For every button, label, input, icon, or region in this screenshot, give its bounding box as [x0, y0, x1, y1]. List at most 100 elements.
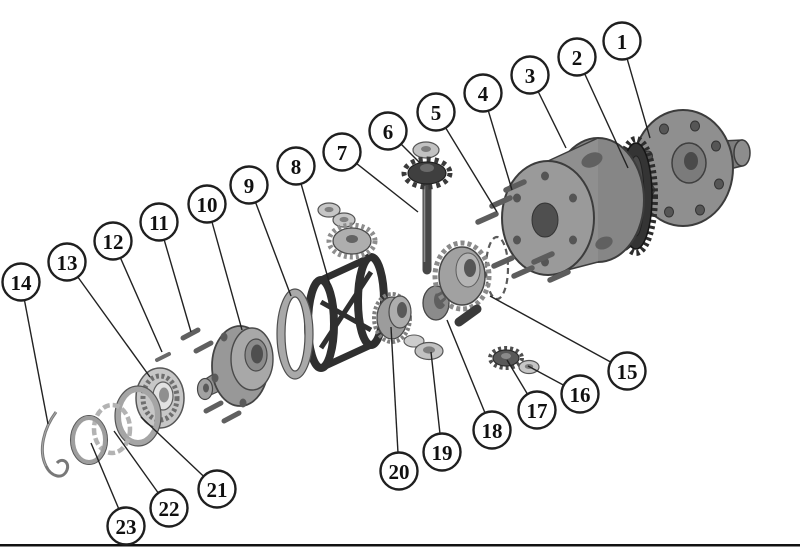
- callout-circle-16: [560, 374, 600, 414]
- callout-circle-1: [602, 21, 642, 61]
- part-case-bolts: [475, 179, 571, 283]
- callout-circle-23: [106, 506, 146, 546]
- callout-number-18: 18: [482, 419, 503, 443]
- callout-number-21: 21: [207, 478, 228, 502]
- callout-16: 16: [560, 374, 600, 414]
- callout-17: 17: [517, 390, 557, 430]
- part-snap-ring: [484, 235, 510, 301]
- part-cross-pin: [454, 304, 482, 327]
- callout-number-2: 2: [572, 46, 583, 70]
- callout-circle-11: [139, 202, 179, 242]
- callout-number-13: 13: [57, 251, 78, 275]
- callout-2: 2: [557, 37, 597, 77]
- callout-22: 22: [149, 488, 189, 528]
- callout-circle-17: [517, 390, 557, 430]
- callout-circle-5: [416, 92, 456, 132]
- callout-6: 6: [368, 111, 408, 151]
- callout-circle-14: [1, 262, 41, 302]
- callout-13: 13: [47, 242, 87, 282]
- callout-circle-4: [463, 73, 503, 113]
- part-shim-ring-23: [69, 414, 109, 466]
- callout-1: 1: [602, 21, 642, 61]
- callout-20: 20: [379, 451, 419, 491]
- callout-circle-12: [93, 221, 133, 261]
- callout-circle-13: [47, 242, 87, 282]
- callout-14: 14: [1, 262, 41, 302]
- part-shim-ring-21: [114, 385, 162, 447]
- callout-3: 3: [510, 55, 550, 95]
- callout-21: 21: [197, 469, 237, 509]
- callout-circle-15: [607, 351, 647, 391]
- part-pinion-gear-top: [401, 141, 453, 190]
- callout-19: 19: [422, 432, 462, 472]
- callout-number-7: 7: [337, 141, 348, 165]
- leader-line-8: [295, 165, 331, 286]
- callout-number-17: 17: [527, 399, 548, 423]
- callout-circle-22: [149, 488, 189, 528]
- part-small-pinion-gear: [488, 346, 524, 370]
- callout-11: 11: [139, 202, 179, 242]
- leader-line-15: [489, 295, 628, 372]
- callout-number-19: 19: [432, 441, 453, 465]
- callout-number-16: 16: [570, 383, 591, 407]
- callout-number-22: 22: [159, 497, 180, 521]
- callout-circle-20: [379, 451, 419, 491]
- callout-number-12: 12: [103, 230, 124, 254]
- bottom-border: [0, 544, 800, 547]
- part-side-bevel-gear-right: [432, 240, 492, 312]
- part-flanged-hub: [196, 325, 274, 408]
- leader-line-13: [66, 261, 151, 378]
- part-thrust-washer-lower: [403, 334, 444, 361]
- callout-circle-18: [472, 410, 512, 450]
- callout-number-9: 9: [244, 174, 255, 198]
- callout-number-20: 20: [389, 460, 410, 484]
- callout-number-11: 11: [149, 211, 169, 235]
- callout-7: 7: [322, 132, 362, 172]
- part-spring-wire: [40, 411, 70, 478]
- callout-circle-2: [557, 37, 597, 77]
- callout-circle-19: [422, 432, 462, 472]
- leader-line-10: [206, 203, 243, 331]
- part-ring-spacer: [276, 288, 314, 380]
- callout-number-10: 10: [197, 193, 218, 217]
- callout-4: 4: [463, 73, 503, 113]
- callout-circle-10: [187, 184, 227, 224]
- callout-number-8: 8: [291, 155, 302, 179]
- callout-number-14: 14: [11, 271, 33, 295]
- callout-15: 15: [607, 351, 647, 391]
- leader-line-18: [446, 319, 493, 431]
- part-cross-shaft: [422, 177, 432, 275]
- callout-number-15: 15: [617, 360, 638, 384]
- part-shim-ring-22: [91, 402, 133, 456]
- callout-5: 5: [416, 92, 456, 132]
- leader-line-12: [112, 240, 163, 353]
- callout-10: 10: [187, 184, 227, 224]
- callout-9: 9: [229, 165, 269, 205]
- part-differential-case: [501, 137, 645, 276]
- callout-number-3: 3: [525, 64, 536, 88]
- callout-number-1: 1: [617, 30, 628, 54]
- leader-line-20: [390, 326, 400, 472]
- callout-8: 8: [276, 146, 316, 186]
- leader-line-2: [576, 56, 629, 169]
- leader-line-9: [248, 184, 292, 297]
- part-side-bevel-gear-left: [326, 222, 378, 260]
- callout-number-6: 6: [383, 120, 394, 144]
- callout-circle-21: [197, 469, 237, 509]
- callout-number-4: 4: [478, 82, 489, 106]
- callout-circle-7: [322, 132, 362, 172]
- part-small-pins: [155, 327, 242, 424]
- callout-circle-6: [368, 111, 408, 151]
- callout-18: 18: [472, 410, 512, 450]
- callout-number-23: 23: [116, 515, 137, 539]
- callout-number-5: 5: [431, 101, 442, 125]
- callout-12: 12: [93, 221, 133, 261]
- leader-line-14: [20, 281, 49, 425]
- callout-circle-8: [276, 146, 316, 186]
- callout-23: 23: [106, 506, 146, 546]
- callout-circle-9: [229, 165, 269, 205]
- callout-circle-3: [510, 55, 550, 95]
